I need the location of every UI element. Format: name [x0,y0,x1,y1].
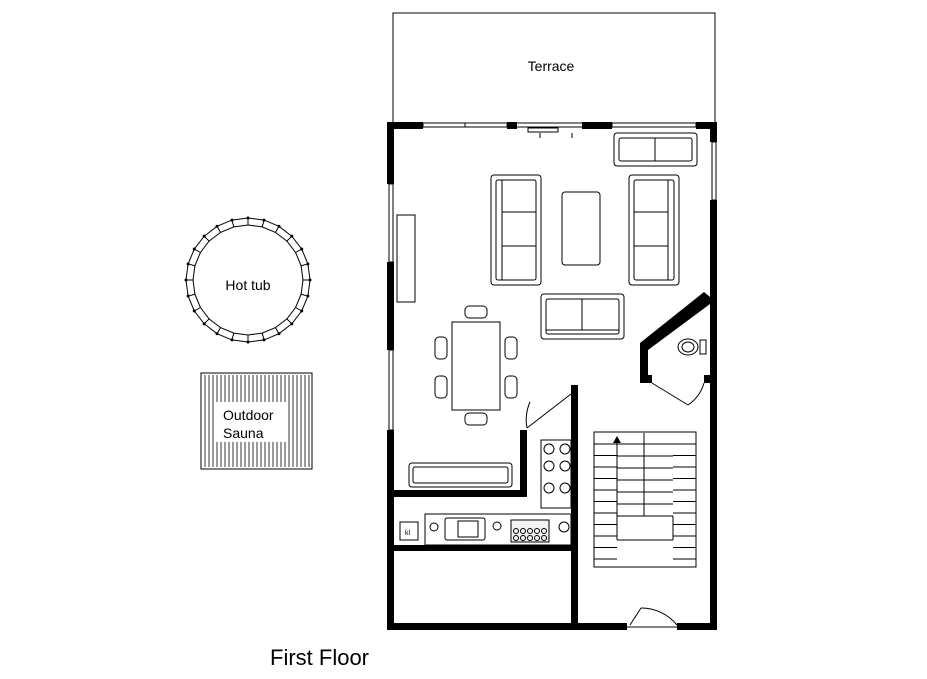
interior-walls [387,292,717,630]
outdoor-sauna: Outdoor Sauna [200,372,313,470]
bench [408,462,513,488]
floor-title: First Floor [270,645,369,670]
hot-tub: Hot tub [184,216,312,344]
terrace: Terrace [392,12,716,124]
hot-tub-label: Hot tub [225,277,270,293]
kitchen: kl [399,439,572,546]
doors [517,126,705,628]
exterior-walls [387,122,717,630]
sauna-label-line2: Sauna [223,425,264,441]
svg-text:kl: kl [405,530,411,537]
staircase [593,431,697,568]
terrace-label: Terrace [528,58,575,74]
dining-set [434,305,518,426]
sauna-label-line1: Outdoor [223,407,274,423]
wc [677,338,707,356]
living-room-furniture [396,132,698,340]
